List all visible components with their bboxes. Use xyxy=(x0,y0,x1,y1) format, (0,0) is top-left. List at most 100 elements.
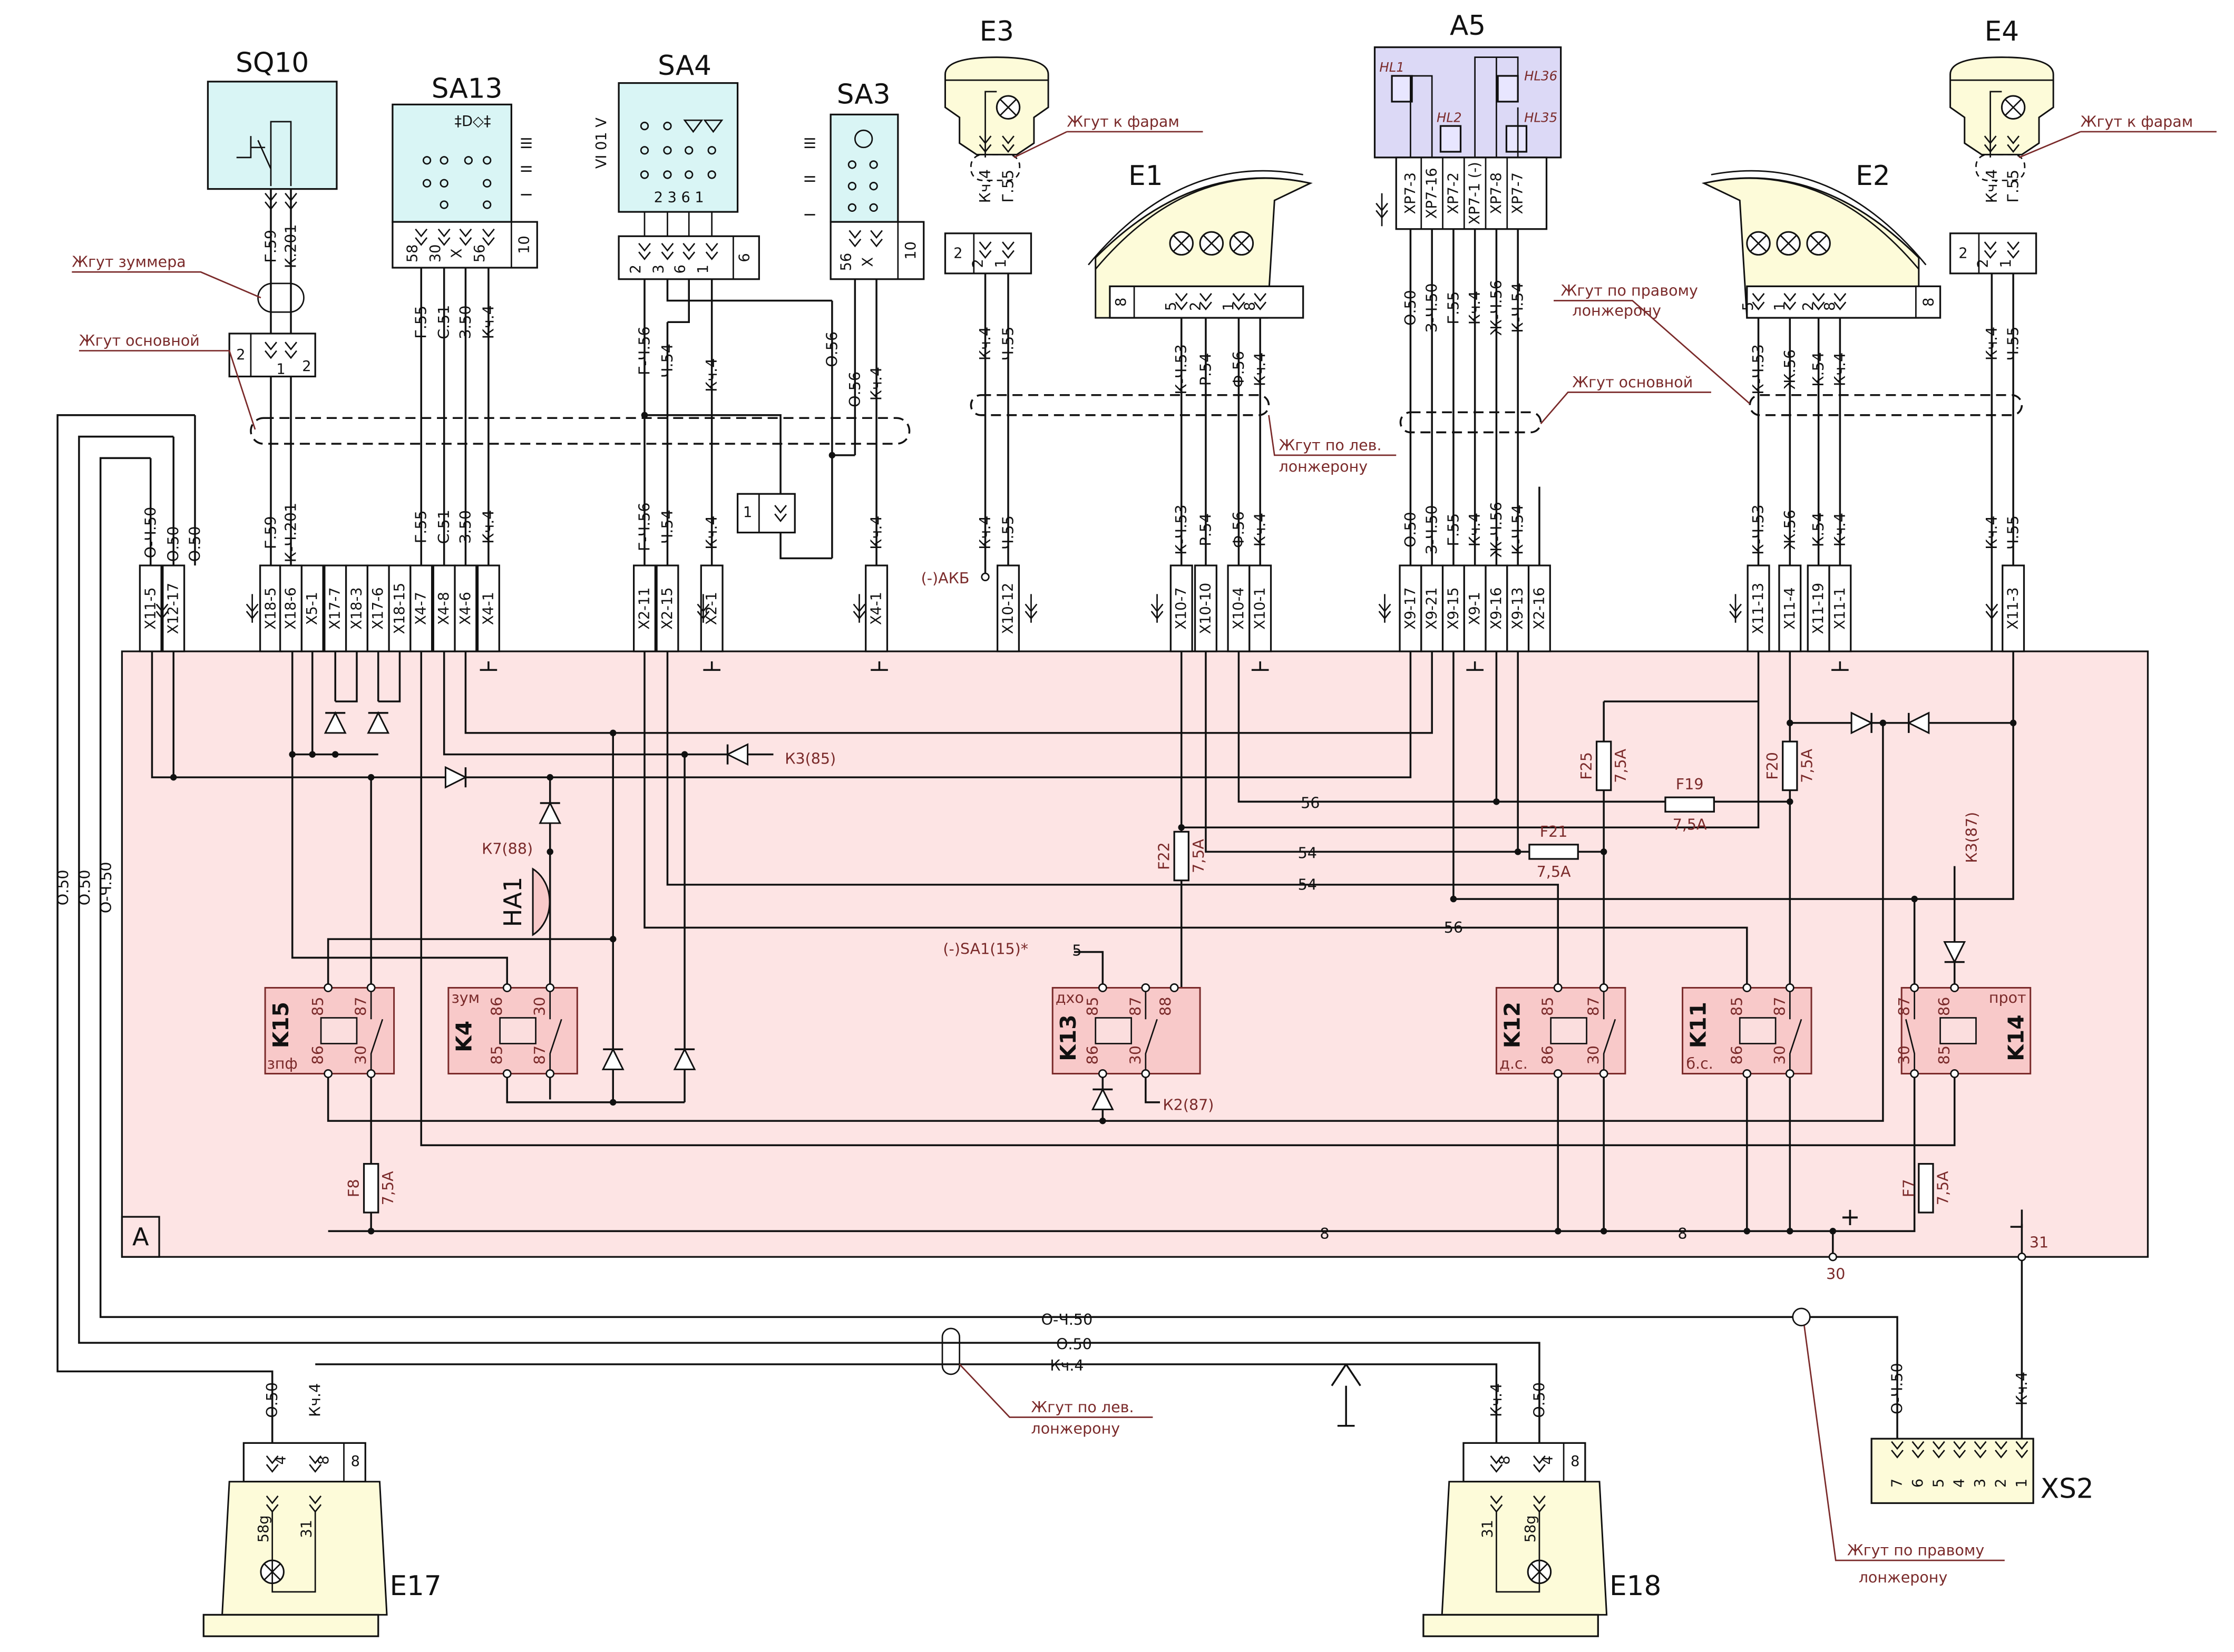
harness-label-left-rail: лонжерону xyxy=(1279,458,1368,475)
main-harness-left xyxy=(250,417,911,445)
connector-pin-number: X xyxy=(449,249,465,259)
relay-pin-number: 86 xyxy=(1539,1045,1557,1064)
wire-label: Г.55 xyxy=(1445,291,1462,325)
connector-pin-X10-10 xyxy=(1194,564,1217,652)
wire-label: Кч.4 xyxy=(868,367,885,400)
e18-label: E18 xyxy=(1609,1570,1661,1602)
junction-dot xyxy=(1178,824,1185,831)
sa1-pin-label: 5 xyxy=(1072,942,1081,959)
connector-pin-icon xyxy=(1002,241,1014,259)
sa1-label: (-)SA1(15)* xyxy=(943,941,1028,958)
fuse-rating: 7,5A xyxy=(1673,816,1707,833)
junction-dot xyxy=(1787,798,1793,805)
relay-contact-icon xyxy=(1905,988,1916,1074)
relay-pin-terminal xyxy=(545,983,555,992)
harness-label-left-rail-bottom: Жгут по лев. xyxy=(1031,1399,1134,1416)
buzzer-icon xyxy=(532,867,551,936)
e3-label: E3 xyxy=(980,16,1014,47)
wire-label: К.201 xyxy=(282,224,300,268)
wire xyxy=(666,279,832,302)
relay-pin-terminal xyxy=(545,1069,555,1078)
junction-dot xyxy=(1554,1228,1562,1235)
wire-label: Ч.54 xyxy=(659,344,676,378)
pin-label: X18-5 xyxy=(262,587,279,629)
wire-label: О.50 xyxy=(264,1382,281,1418)
junction-dot xyxy=(1879,719,1887,727)
relay-pin-number: 85 xyxy=(489,1045,506,1064)
wire-label: О-Ч.50 xyxy=(142,507,159,559)
connector-pin-number: 1 xyxy=(1772,302,1788,311)
connector-entry-icon xyxy=(1150,594,1164,623)
indicator-label: HL36 xyxy=(1524,68,1557,83)
ground-icon xyxy=(1831,661,1849,671)
connector-pin-number: 2 xyxy=(1975,259,1992,268)
leader-line xyxy=(1540,392,1711,425)
diode-icon xyxy=(1907,711,1930,735)
wire-label: О.50 xyxy=(165,526,182,562)
junction-dot xyxy=(1829,1228,1837,1235)
connector-entry-icon xyxy=(1378,594,1391,623)
harness-label-headlights_e3: Жгут к фарам xyxy=(1067,113,1179,130)
connector-number: 6 xyxy=(737,253,753,262)
pin-label: X4-8 xyxy=(436,592,452,625)
e1-connector xyxy=(1109,285,1304,319)
switch-contact-icon xyxy=(640,121,649,131)
connector-pin-icon xyxy=(1002,135,1014,153)
sq10-label: SQ10 xyxy=(236,47,309,79)
relay-pin-terminal xyxy=(366,1069,376,1078)
relay-pin-terminal xyxy=(1553,1069,1563,1078)
wire-label: Кч.4 xyxy=(703,358,720,392)
switch-position: I xyxy=(803,212,819,217)
harness-clamp-icon xyxy=(1792,1307,1811,1326)
connector-pin-X10-12 xyxy=(997,564,1020,652)
wire-number: 8 xyxy=(1320,1225,1329,1243)
junction-dot xyxy=(367,774,375,781)
relay-K15 xyxy=(264,983,395,1078)
wire-label: З-Ч.50 xyxy=(1423,283,1441,332)
junction-dot xyxy=(681,751,688,758)
connector-pin-icon xyxy=(1752,293,1765,310)
connector-entry-icon xyxy=(246,594,259,623)
junction-dot xyxy=(1600,848,1607,855)
harness-label-headlights_e4: Жгут к фарам xyxy=(2081,113,2193,130)
harness-label-right-rail: лонжерону xyxy=(1572,302,1661,319)
connector-pin-number: 8 xyxy=(1822,302,1838,311)
lamp-icon xyxy=(1806,231,1831,256)
diode-icon xyxy=(726,743,749,766)
junction-dot xyxy=(289,751,296,758)
switch-contact-icon xyxy=(685,146,694,155)
pin-label: X10-12 xyxy=(1000,583,1017,634)
switch-contact-icon xyxy=(483,156,492,165)
wire-label: Р.54 xyxy=(1197,353,1214,386)
headlamp-rim xyxy=(1711,170,1927,270)
junction-dot xyxy=(1099,1117,1106,1125)
connector-pin-icon xyxy=(437,228,451,246)
ground-icon xyxy=(1466,661,1484,671)
wire-label: С.51 xyxy=(435,305,453,339)
relay-K4 xyxy=(447,983,578,1078)
connector-pin-icon xyxy=(979,135,992,153)
junction-dot xyxy=(609,935,617,943)
connector-pin-number: 56 xyxy=(838,253,855,271)
junction-dot xyxy=(1514,848,1521,855)
switch-contact-icon xyxy=(483,179,492,188)
lamp-icon xyxy=(1229,231,1254,256)
switch-contact-icon xyxy=(663,170,672,179)
wire xyxy=(151,651,1412,778)
connector-pin-number: 58 xyxy=(404,245,421,263)
lamp-icon xyxy=(996,95,1021,120)
relay-pin-number: 87 xyxy=(1771,997,1789,1016)
main-harness-right xyxy=(1399,411,1542,434)
connector-pin-number: 8 xyxy=(316,1455,332,1464)
wire-label: Ч.55 xyxy=(1000,327,1017,361)
wire-label: Кч.4 xyxy=(1252,353,1269,386)
fuse-F20 xyxy=(1782,740,1798,791)
ground-icon xyxy=(1337,1417,1355,1427)
connector-pin-icon xyxy=(1995,1441,2007,1459)
socket-pin-number: 7 xyxy=(1889,1479,1906,1488)
lamp-icon xyxy=(1199,231,1224,256)
harness-label-main-right: Жгут основной xyxy=(1572,374,1693,391)
relay-contact-icon xyxy=(370,988,384,1074)
junction-dot xyxy=(1787,1228,1793,1235)
pin-label: X4-6 xyxy=(457,592,474,625)
